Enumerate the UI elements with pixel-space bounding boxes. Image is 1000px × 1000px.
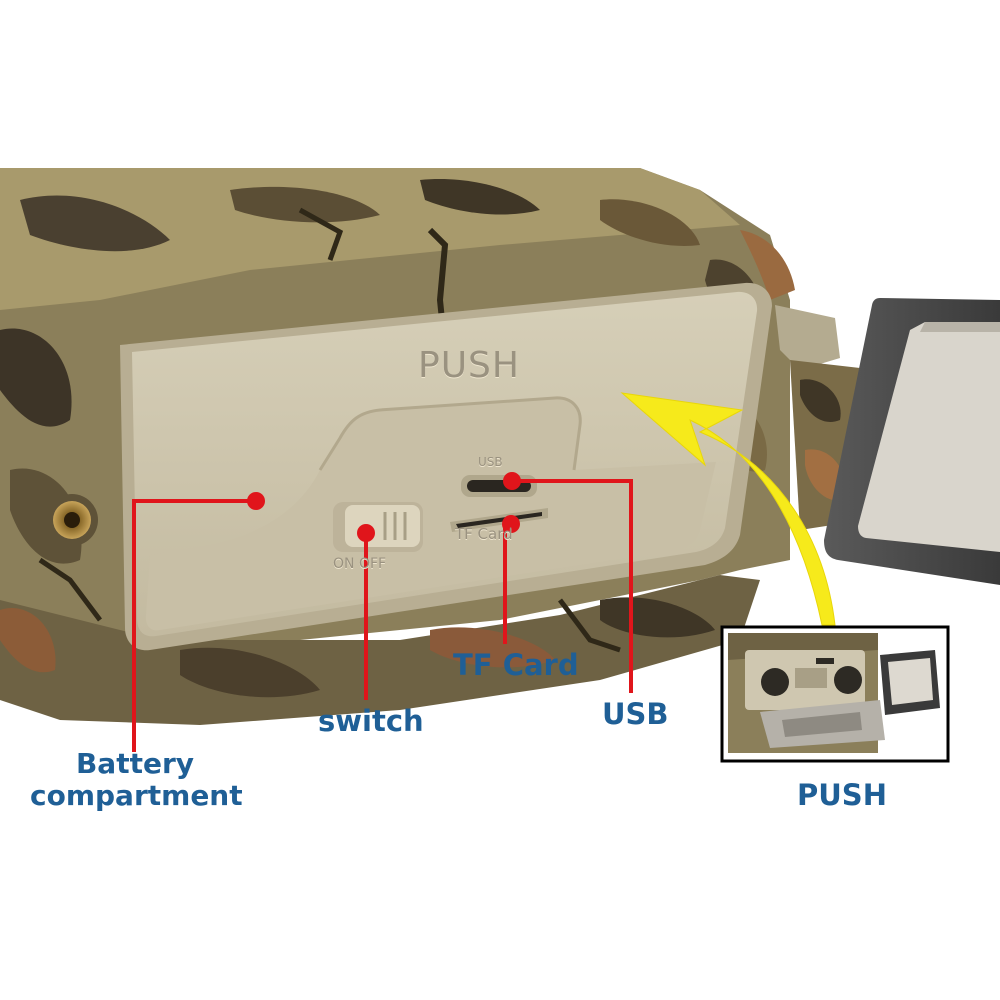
push-label: PUSH [797, 778, 887, 812]
door-push-engraving: PUSH [418, 345, 520, 386]
inset-photo [720, 625, 950, 763]
usb-port-engraving: USB [478, 455, 503, 469]
battery-door[interactable] [120, 282, 772, 651]
usb-label: USB [602, 697, 669, 731]
callout-switch [357, 524, 375, 700]
callout-battery [132, 492, 265, 752]
push-arrow [620, 392, 836, 626]
callout-tf-card [502, 515, 520, 644]
callout-usb [503, 472, 633, 693]
battery-compartment-label: Battery compartment [30, 747, 243, 812]
tripod-screw-socket [46, 494, 98, 546]
tf-card-engraving: TF Card [455, 525, 513, 543]
usb-port[interactable] [461, 475, 537, 497]
battery-label-line2: compartment [30, 779, 243, 812]
tf-card-label: TF Card [453, 648, 579, 682]
tf-card-slot[interactable] [450, 508, 548, 532]
power-switch[interactable] [333, 502, 423, 552]
switch-engraving: ON OFF [333, 556, 387, 572]
battery-label-line1: Battery [75, 747, 195, 780]
switch-label: switch [318, 704, 424, 738]
open-lid [824, 298, 1000, 585]
